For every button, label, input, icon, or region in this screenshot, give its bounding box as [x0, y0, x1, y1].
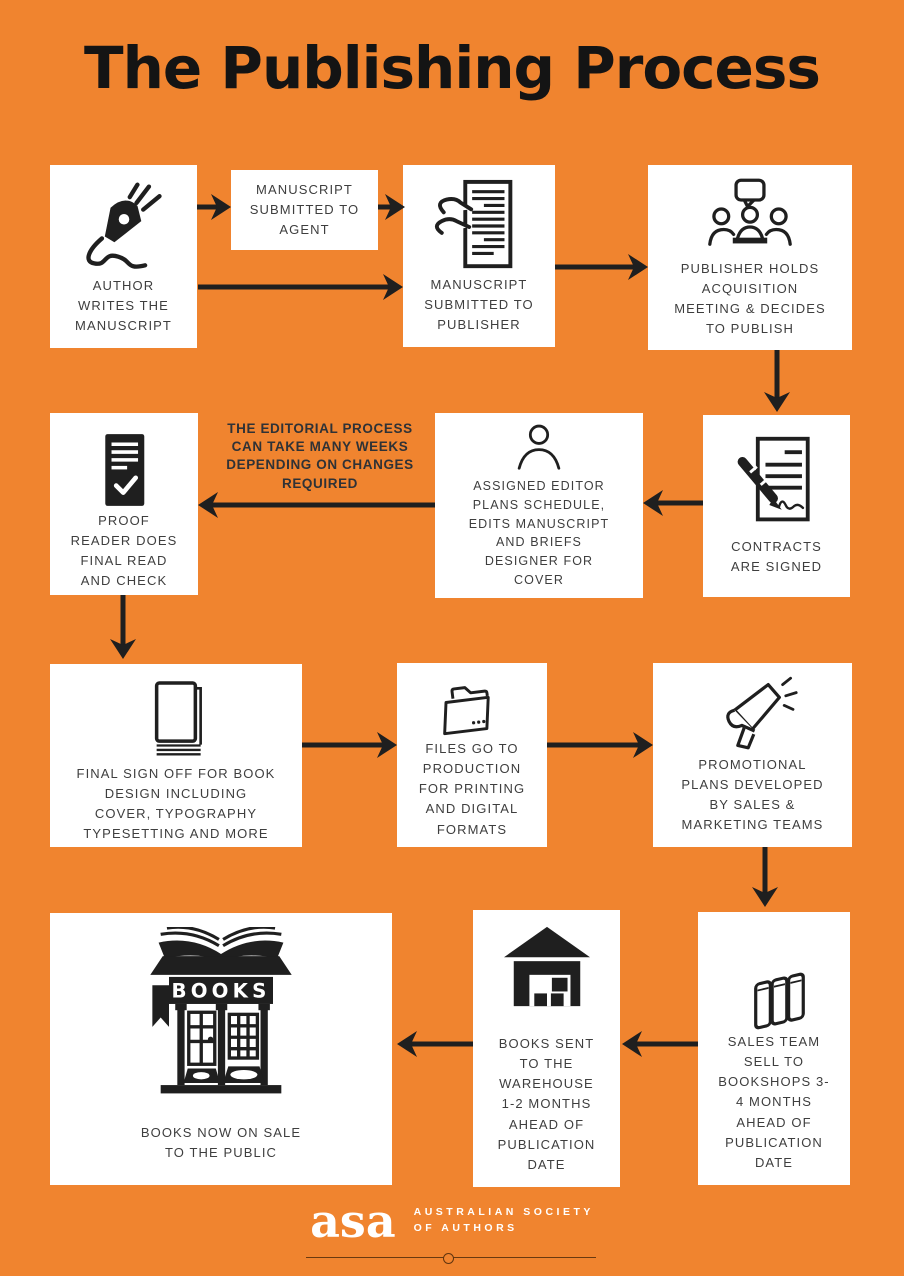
asa-org-name: AUSTRALIAN SOCIETY OF AUTHORS — [414, 1205, 594, 1237]
arrow-warehouse-to-onsale — [397, 1031, 473, 1057]
arrow-agent-to-publisher — [378, 194, 405, 220]
step-sales-label: SALES TEAM SELL TO BOOKSHOPS 3- 4 MONTHS… — [718, 1034, 830, 1170]
step-promotion: PROMOTIONAL PLANS DEVELOPED BY SALES & M… — [653, 663, 852, 847]
step-onsale-label: BOOKS NOW ON SALE TO THE PUBLIC — [140, 1124, 302, 1160]
arrow-acquisition-to-contracts — [764, 350, 790, 412]
step-author: AUTHOR WRITES THE MANUSCRIPT — [50, 165, 197, 348]
arrow-promotion-to-sales — [752, 847, 778, 907]
step-production-label: FILES GO TO PRODUCTION FOR PRINTING AND … — [418, 741, 526, 837]
checked-document-icon — [85, 429, 163, 511]
person-icon — [508, 421, 570, 477]
asa-logo-text: asa — [310, 1194, 396, 1248]
editorial-note: THE EDITORIAL PROCESS CAN TAKE MANY WEEK… — [226, 421, 414, 491]
step-onsale: BOOKS — [50, 913, 392, 1185]
arrow-editor-to-proofreader — [198, 492, 435, 518]
folder-icon — [434, 673, 510, 739]
step-promotion-label: PROMOTIONAL PLANS DEVELOPED BY SALES & M… — [681, 757, 824, 833]
bookshop-icon: BOOKS — [96, 927, 346, 1109]
arrow-author-to-agent — [197, 194, 231, 220]
warehouse-icon — [497, 924, 597, 1012]
step-author-label: AUTHOR WRITES THE MANUSCRIPT — [75, 277, 172, 333]
asa-org-line1: AUSTRALIAN SOCIETY — [413, 1206, 594, 1219]
book-icon — [132, 676, 220, 764]
step-editor-label: ASSIGNED EDITOR PLANS SCHEDULE, EDITS MA… — [468, 479, 610, 587]
step-design-label: FINAL SIGN OFF FOR BOOK DESIGN INCLUDING… — [76, 766, 276, 842]
books-stack-icon — [728, 936, 820, 1032]
arrow-proofreader-to-design — [110, 595, 136, 659]
step-agent: MANUSCRIPT SUBMITTED TO AGENT — [231, 170, 378, 250]
page-title: The Publishing Process — [84, 34, 821, 102]
step-editor: ASSIGNED EDITOR PLANS SCHEDULE, EDITS MA… — [435, 413, 643, 598]
step-proofreader: PROOF READER DOES FINAL READ AND CHECK — [50, 413, 198, 595]
arrow-production-to-promotion — [547, 732, 653, 758]
step-proofreader-label: PROOF READER DOES FINAL READ AND CHECK — [70, 513, 178, 589]
fountain-pen-icon — [76, 177, 172, 273]
arrow-author-to-publisher — [198, 274, 403, 300]
meeting-icon — [704, 177, 796, 259]
step-production: FILES GO TO PRODUCTION FOR PRINTING AND … — [397, 663, 547, 847]
megaphone-icon — [703, 675, 803, 755]
step-agent-label: MANUSCRIPT SUBMITTED TO AGENT — [249, 181, 360, 238]
contract-signing-icon — [729, 433, 825, 529]
step-acquisition-label: PUBLISHER HOLDS ACQUISITION MEETING & DE… — [674, 261, 826, 337]
arrow-contracts-to-editor — [643, 490, 703, 516]
step-contracts-label: CONTRACTS ARE SIGNED — [730, 538, 823, 574]
step-acquisition: PUBLISHER HOLDS ACQUISITION MEETING & DE… — [648, 165, 852, 350]
step-sales: SALES TEAM SELL TO BOOKSHOPS 3- 4 MONTHS… — [698, 912, 850, 1185]
hand-manuscript-icon — [430, 177, 528, 275]
step-warehouse-label: BOOKS SENT TO THE WAREHOUSE 1-2 MONTHS A… — [497, 1036, 596, 1172]
arrow-publisher-to-acquisition — [555, 254, 648, 280]
step-contracts: CONTRACTS ARE SIGNED — [703, 415, 850, 597]
step-warehouse: BOOKS SENT TO THE WAREHOUSE 1-2 MONTHS A… — [473, 910, 620, 1187]
footer-divider-dot — [443, 1253, 454, 1264]
step-design: FINAL SIGN OFF FOR BOOK DESIGN INCLUDING… — [50, 664, 302, 847]
step-publisher-submit: MANUSCRIPT SUBMITTED TO PUBLISHER — [403, 165, 555, 347]
arrow-sales-to-warehouse — [622, 1031, 698, 1057]
asa-org-line2: OF AUTHORS — [413, 1222, 518, 1234]
arrow-design-to-production — [302, 732, 397, 758]
bookshop-sign-text: BOOKS — [172, 980, 271, 1003]
step-publisher-submit-label: MANUSCRIPT SUBMITTED TO PUBLISHER — [424, 277, 534, 333]
asa-logo: asa AUSTRALIAN SOCIETY OF AUTHORS — [310, 1198, 594, 1244]
